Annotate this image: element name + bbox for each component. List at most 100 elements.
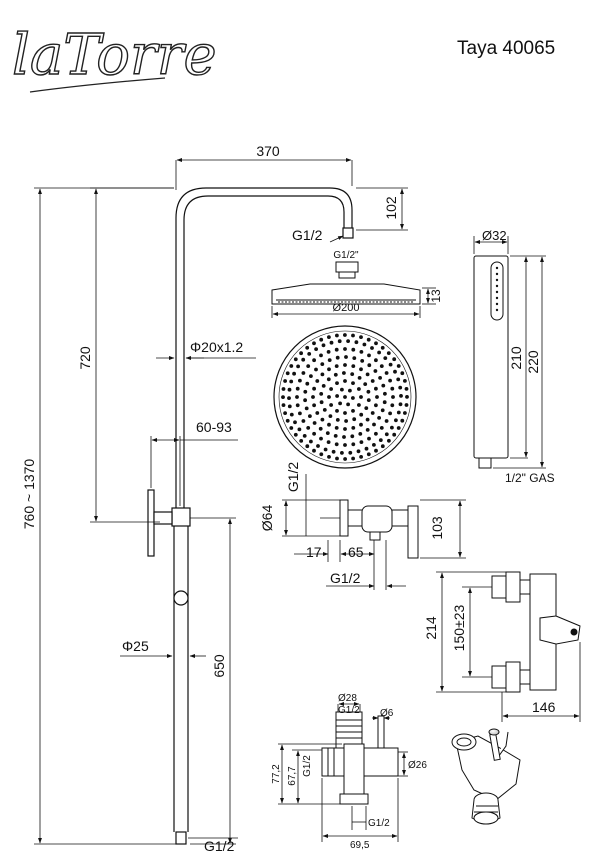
nozzle-hole <box>312 341 316 346</box>
hand-thread-label: 1/2" GAS <box>505 471 555 485</box>
valve-inlet-thread-label: G1/2 <box>285 462 301 493</box>
nozzle-hole <box>372 422 376 427</box>
nozzle-hole <box>315 379 320 383</box>
nozzle-hole <box>380 408 385 413</box>
nozzle-hole <box>287 396 291 400</box>
nozzle-hole <box>393 369 397 374</box>
nozzle-hole <box>301 419 306 423</box>
nozzle-hole <box>343 347 347 351</box>
nozzle-hole <box>281 387 286 391</box>
nozzle-hole <box>334 426 339 430</box>
nozzle-hole <box>359 335 363 339</box>
nozzle-hole <box>312 448 316 453</box>
nozzle-hole <box>392 432 397 437</box>
nozzle-hole <box>388 362 393 367</box>
nozzle-hole <box>357 376 362 380</box>
nozzle-hole <box>297 427 302 432</box>
nozzle-hole <box>305 345 310 350</box>
arm-thread-label: G1/2 <box>292 227 323 243</box>
nozzle-hole <box>295 386 300 391</box>
nozzle-hole <box>351 381 355 385</box>
nozzle-hole <box>370 346 374 350</box>
nozzle-hole <box>309 439 313 444</box>
nozzle-hole <box>351 409 355 413</box>
nozzle-hole <box>326 440 331 444</box>
nozzle-hole <box>295 403 300 408</box>
nozzle-hole <box>287 387 292 392</box>
nozzle-hole <box>384 419 389 423</box>
brand-logo: laTorre <box>11 22 217 93</box>
nozzle-hole <box>335 418 340 422</box>
nozzle-hole <box>323 447 328 452</box>
nozzle-hole <box>390 386 395 391</box>
arm-length-label: 370 <box>256 143 280 159</box>
nozzle-hole <box>325 431 330 435</box>
nozzle-hole <box>329 387 333 391</box>
brand-logo-text: laTorre <box>12 23 217 88</box>
nozzle-hole <box>384 432 389 437</box>
nozzle-hole <box>319 436 323 441</box>
nozzle-hole <box>326 377 331 382</box>
nozzle-hole <box>351 426 356 430</box>
nozzle-hole <box>319 400 324 405</box>
nozzle-hole <box>312 421 317 425</box>
nozzle-hole <box>287 404 292 409</box>
nozzle-hole <box>358 432 363 436</box>
nozzle-hole <box>321 343 326 348</box>
nozzle-hole <box>338 401 342 406</box>
nozzle-hole <box>327 358 332 362</box>
nozzle-hole <box>399 394 403 398</box>
nozzle-hole <box>366 389 371 394</box>
offset-b-label: 65 <box>348 544 364 560</box>
nozzle-hole <box>364 446 369 451</box>
nozzle-hole <box>403 411 407 415</box>
nozzle-hole <box>320 362 325 366</box>
nozzle-hole <box>367 353 371 358</box>
nozzle-hole <box>388 378 392 383</box>
hand-diameter-label: Ø32 <box>482 228 507 243</box>
nozzle-hole <box>333 372 338 377</box>
nozzle-hole <box>303 398 307 403</box>
nozzle-hole <box>289 412 294 417</box>
nozzle-hole <box>383 356 388 360</box>
nozzle-hole <box>303 389 308 394</box>
nozzle-hole <box>337 339 342 344</box>
model-title: Taya 40065 <box>457 38 555 59</box>
nozzle-hole <box>335 333 339 338</box>
nozzle-hole <box>334 347 339 352</box>
nozzle-hole <box>334 364 339 368</box>
nozzle-hole <box>335 381 339 385</box>
nozzle-hole <box>398 402 403 407</box>
nozzle-hole <box>370 379 375 383</box>
nozzle-hole <box>405 395 409 399</box>
nozzle-hole <box>293 420 297 425</box>
nozzle-hole <box>289 364 294 368</box>
diverter-top-thread-label: G1/2 <box>338 705 360 716</box>
nozzle-hole <box>381 383 386 388</box>
nozzle-hole <box>311 395 315 399</box>
nozzle-hole <box>378 376 382 380</box>
nozzle-hole <box>378 438 383 442</box>
nozzle-hole <box>377 416 381 420</box>
nozzle-hole <box>320 417 325 422</box>
total-height-label: 760 ~ 1370 <box>21 459 37 530</box>
nozzle-hole <box>357 403 361 407</box>
shower-nozzles <box>281 333 409 461</box>
nozzle-hole <box>343 411 347 415</box>
upper-tube-height-label: 720 <box>77 346 93 370</box>
nozzle-hole <box>307 352 312 356</box>
offset-a-label: 17 <box>306 544 322 560</box>
nozzle-hole <box>309 374 313 378</box>
nozzle-hole <box>388 411 392 416</box>
nozzle-hole <box>359 350 364 354</box>
nozzle-hole <box>326 350 331 354</box>
nozzle-hole <box>315 411 320 415</box>
nozzle-hole <box>365 428 370 432</box>
nozzle-hole <box>370 411 375 415</box>
nozzle-hole <box>404 403 409 407</box>
mixer-centres-label: 150±23 <box>451 604 467 651</box>
nozzle-hole <box>396 364 401 368</box>
nozzle-hole <box>346 402 350 407</box>
nozzle-hole <box>346 339 350 343</box>
